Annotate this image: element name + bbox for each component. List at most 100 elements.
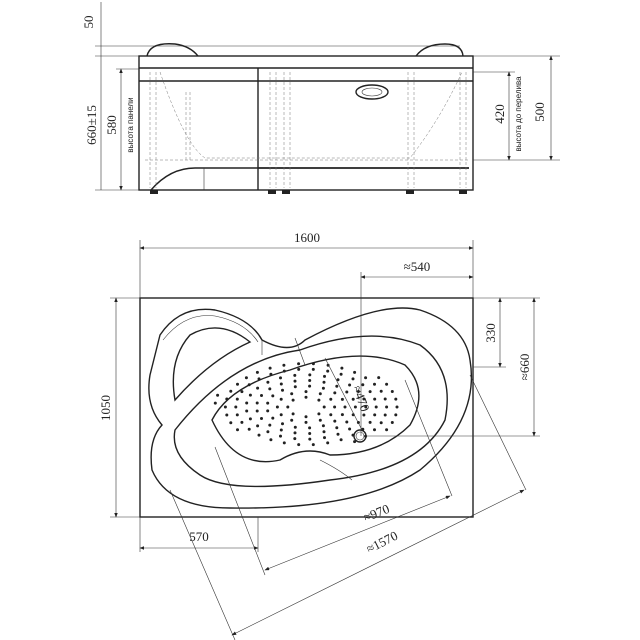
massage-dot (269, 372, 273, 376)
massage-dot (257, 377, 261, 381)
massage-dot (282, 369, 286, 373)
massage-dot (236, 428, 239, 432)
tub-outline (139, 297, 474, 518)
massage-dot (279, 413, 283, 417)
massage-dot (245, 401, 249, 405)
massage-dot (256, 386, 260, 390)
massage-dot (311, 443, 315, 447)
massage-dot (225, 397, 229, 401)
massage-dot (260, 394, 263, 397)
massage-dot (282, 363, 286, 367)
massage-dot (368, 390, 372, 394)
dim-drain-x: ≈540 (404, 259, 431, 274)
massage-dot (247, 383, 251, 387)
massage-dot (223, 405, 227, 409)
massage-dot (248, 417, 252, 421)
massage-dot (308, 432, 312, 435)
massage-dot (255, 409, 259, 413)
massage-dot (255, 370, 259, 374)
dim-length: 1600 (294, 230, 320, 245)
massage-dot (385, 428, 389, 432)
massage-dot (377, 376, 381, 380)
massage-dot (317, 398, 321, 402)
massage-dot (373, 428, 376, 432)
massage-dot (329, 397, 333, 401)
massage-dot (282, 441, 286, 445)
massage-dot (379, 389, 383, 393)
massage-dot (297, 367, 301, 371)
massage-dot (248, 393, 252, 397)
massage-dot (323, 374, 326, 378)
massage-dot (383, 413, 387, 417)
side-view: 50 660±15 580 высота панели 420 высота д… (81, 2, 560, 194)
massage-dot (297, 443, 301, 447)
massage-dot (340, 366, 344, 370)
dim-overflow: 420 (492, 104, 507, 124)
massage-dot (271, 416, 275, 420)
massage-dot (240, 390, 244, 394)
massage-dot (266, 380, 270, 384)
massage-dot (268, 423, 272, 427)
massage-dot (291, 398, 295, 402)
massage-dot (318, 392, 322, 396)
massage-dot (340, 413, 344, 417)
massage-dot (268, 387, 272, 391)
massage-dot (286, 405, 290, 409)
headrest (172, 327, 252, 402)
massage-dot (362, 413, 366, 417)
massage-dot (339, 438, 343, 442)
massage-dot (244, 376, 248, 380)
massage-dot (326, 441, 330, 445)
massage-dot (279, 382, 283, 386)
massage-dot (374, 405, 378, 409)
massage-dot (390, 390, 394, 393)
legs (150, 190, 467, 194)
massage-dot (333, 391, 337, 395)
massage-dot (335, 426, 339, 430)
massage-dot (348, 383, 352, 387)
massage-dot (353, 440, 357, 444)
massage-dot (329, 413, 333, 417)
massage-dot (333, 419, 337, 423)
label-panel-height: высота панели (126, 97, 135, 152)
massage-dot (394, 413, 398, 417)
massage-dot (395, 405, 399, 409)
massage-dot (225, 413, 229, 417)
massage-dot (373, 382, 376, 386)
massage-dot (373, 397, 377, 401)
massage-dot (255, 401, 259, 405)
massage-dot (269, 438, 273, 442)
massage-dot (351, 397, 355, 401)
massage-dot (326, 369, 330, 373)
massage-dot (353, 370, 357, 374)
massage-dot (333, 405, 337, 409)
massage-dot (322, 430, 326, 434)
massage-dot (293, 425, 297, 429)
massage-dot (290, 418, 294, 422)
massage-dot (235, 397, 239, 401)
massage-dot (234, 405, 238, 409)
dim-rim: 50 (81, 16, 96, 29)
massage-dot (379, 421, 383, 425)
headrest-left (146, 43, 199, 57)
overflow-icon (355, 84, 389, 100)
massage-dot (256, 424, 260, 428)
massage-dot (293, 373, 297, 377)
massage-dot (291, 412, 295, 416)
massage-dot (229, 421, 233, 425)
massage-dot (268, 366, 272, 370)
massage-dot (308, 384, 312, 388)
massage-dot (323, 436, 326, 440)
hydromassage-dots (213, 362, 399, 447)
tub-basin (211, 355, 420, 463)
massage-dot (279, 434, 282, 438)
massage-dot (308, 379, 312, 382)
massage-dot (308, 373, 312, 377)
massage-dot (364, 405, 368, 409)
massage-dot (304, 420, 308, 424)
dim-1570: ≈1570 (364, 528, 400, 556)
tub-body (138, 55, 474, 191)
massage-dot (275, 405, 279, 409)
massage-dot (271, 394, 275, 398)
massage-dot (266, 401, 270, 405)
